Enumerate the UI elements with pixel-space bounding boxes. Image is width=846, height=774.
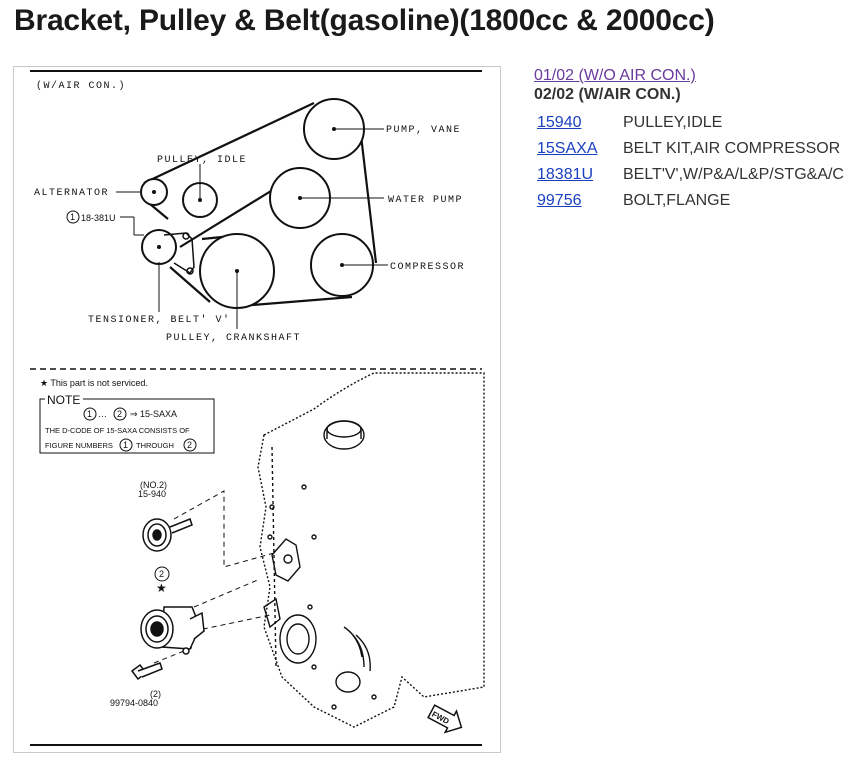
circled-number-1 xyxy=(66,210,80,224)
flange-bolt-part xyxy=(130,662,163,681)
note-circled-1: 1 xyxy=(87,409,92,419)
parts-diagram: (W/AIR CON.) xyxy=(13,66,501,753)
label-99794-0840: 99794-0840 xyxy=(110,698,158,708)
part-number-link[interactable]: 15SAXA xyxy=(537,140,598,157)
part-row: 15940 PULLEY,IDLE xyxy=(534,110,844,136)
note-line-circled-2: 2 xyxy=(187,440,192,450)
note-mid-text: ⇒ 15-SAXA xyxy=(130,409,177,419)
part-description: PULLEY,IDLE xyxy=(623,114,723,131)
part-description: BELT'V',W/P&A/L&P/STG&A/C xyxy=(623,166,844,183)
not-serviced-text: ★ This part is not serviced. xyxy=(40,378,148,388)
label-crankshaft: PULLEY, CRANKSHAFT xyxy=(166,333,301,344)
label-tensioner: TENSIONER, BELT' V' xyxy=(88,314,231,326)
label-18-381u: 18-381U xyxy=(81,213,116,223)
note-line-circled-1: 1 xyxy=(123,440,128,450)
part-circled-2: 2 xyxy=(159,569,164,579)
part-number-link[interactable]: 18381U xyxy=(537,166,594,183)
part-description: BOLT,FLANGE xyxy=(623,192,731,209)
part-row: 99756 BOLT,FLANGE xyxy=(534,188,844,214)
svg-text:…: … xyxy=(98,409,107,419)
note-circled-2: 2 xyxy=(117,409,122,419)
diagram-header: (W/AIR CON.) xyxy=(36,80,126,92)
view-link-without-air-con[interactable]: 01/02 (W/O AIR CON.) xyxy=(534,67,696,84)
part-row: 18381U BELT'V',W/P&A/L&P/STG&A/C xyxy=(534,162,844,188)
engine-block-outline xyxy=(257,372,485,728)
parts-list: 15940 PULLEY,IDLE 15SAXA BELT KIT,AIR CO… xyxy=(534,110,844,214)
note-line-2b: THROUGH xyxy=(136,441,174,450)
parts-sidebar: 01/02 (W/O AIR CON.) 02/02 (W/AIR CON.) … xyxy=(534,66,844,214)
label-pulley-idle: PULLEY, IDLE xyxy=(157,155,247,166)
part-row: 15SAXA BELT KIT,AIR COMPRESSOR xyxy=(534,136,844,162)
fwd-arrow-icon: FWD xyxy=(427,704,463,734)
note-line-1: THE D-CODE OF 15-SAXA CONSISTS OF xyxy=(45,426,190,435)
circled-1-text: 1 xyxy=(70,212,75,222)
label-bolt-qty: (2) xyxy=(150,689,161,699)
part-number-link[interactable]: 99756 xyxy=(537,192,582,209)
label-pump-vane: PUMP, VANE xyxy=(386,125,461,136)
label-15-940: 15-940 xyxy=(138,489,166,499)
view-current-with-air-con: 02/02 (W/AIR CON.) xyxy=(534,86,681,103)
tensioner-assembly-part xyxy=(140,606,205,655)
label-alternator: ALTERNATOR xyxy=(34,188,109,199)
part-number-link[interactable]: 15940 xyxy=(537,114,582,131)
label-water-pump: WATER PUMP xyxy=(388,195,463,206)
note-line-2a: FIGURE NUMBERS xyxy=(45,441,113,450)
star-marker: ★ xyxy=(156,581,167,595)
part-description: BELT KIT,AIR COMPRESSOR xyxy=(623,140,841,157)
label-compressor: COMPRESSOR xyxy=(390,262,465,273)
belt-diagram-illustration: (W/AIR CON.) xyxy=(30,70,485,746)
label-no2: (NO.2) xyxy=(140,480,167,490)
note-title: NOTE xyxy=(47,393,80,407)
idle-pulley-part xyxy=(142,518,193,552)
page-title: Bracket, Pulley & Belt(gasoline)(1800cc … xyxy=(14,4,715,37)
note-box: NOTE 1 … 2 ⇒ 15-SAXA THE D-CODE OF 15-SA… xyxy=(39,393,215,454)
